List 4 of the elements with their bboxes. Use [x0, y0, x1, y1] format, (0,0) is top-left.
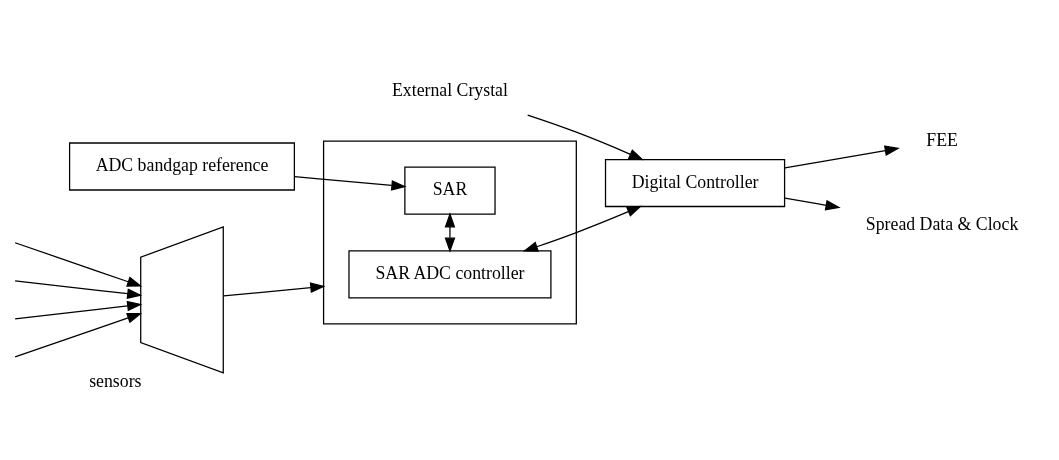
node-text: Spread Data & Clock [865, 213, 1019, 234]
node-text: FEE [926, 129, 958, 150]
node-label: sensors [89, 371, 142, 392]
node-text: External Crystal [391, 80, 508, 101]
